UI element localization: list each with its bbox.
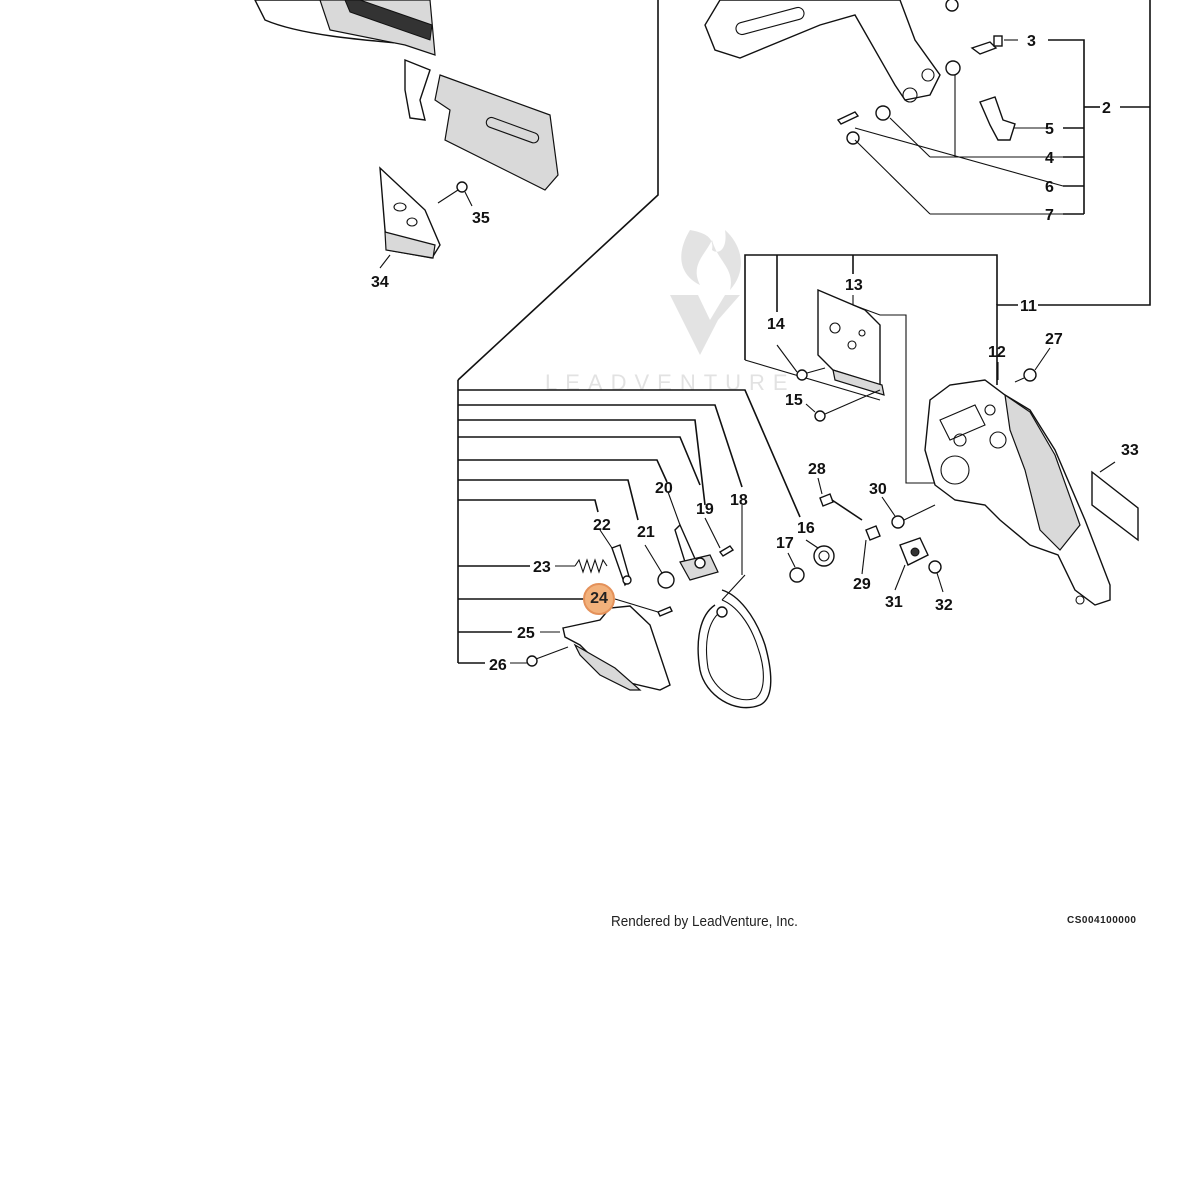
bar-clamp-illustration: [704, 0, 959, 103]
label-21: 21: [637, 524, 655, 541]
label-34: 34: [371, 274, 389, 291]
label-24: 24: [590, 590, 608, 607]
part-22-lever: [599, 529, 632, 587]
part-6-pin: [836, 111, 860, 125]
label-20: 20: [655, 480, 673, 497]
part-32-nut: [928, 560, 944, 593]
part-4-nut-a: [945, 60, 961, 76]
label-19: 19: [696, 501, 714, 518]
label-22: 22: [593, 517, 611, 534]
label-11: 11: [1020, 298, 1037, 315]
label-35: 35: [472, 210, 490, 227]
part-15-screw: [805, 389, 881, 422]
label-28: 28: [808, 461, 826, 478]
label-2: 2: [1102, 100, 1111, 117]
part-29-fitting: [861, 525, 881, 575]
part-14-screw: [776, 344, 826, 381]
label-25: 25: [517, 625, 535, 642]
label-12: 12: [988, 344, 1006, 361]
part-26-screw: [510, 646, 569, 667]
part-19-pin: [704, 517, 735, 557]
label-14: 14: [767, 316, 785, 333]
part-12-crankcase: [924, 379, 1111, 606]
guide-bar-illustration: [254, 0, 559, 191]
diagram-code: CS004100000: [1067, 915, 1137, 926]
label-29: 29: [853, 576, 871, 593]
label-3: 3: [1027, 33, 1036, 50]
label-4: 4: [1045, 150, 1054, 167]
part-16-bushing: [805, 539, 835, 567]
leadventure-watermark-logo: LEADVENTURE: [545, 230, 796, 395]
part-31-buffer: [894, 537, 929, 591]
watermark-text: LEADVENTURE: [545, 370, 796, 395]
label-5: 5: [1045, 121, 1054, 138]
label-23: 23: [533, 559, 551, 576]
part-33-label: [1091, 470, 1139, 542]
part-28-bolt: [817, 477, 863, 521]
part-34-plate: [379, 166, 441, 269]
part-20-brake-lever: [667, 491, 719, 581]
label-13: 13: [845, 277, 863, 294]
label-6: 6: [1045, 179, 1054, 196]
part-4-nut-b: [875, 105, 891, 121]
part-5-tensioner: [979, 96, 1048, 141]
label-17: 17: [776, 535, 794, 552]
label-16: 16: [797, 520, 815, 537]
part-3-bolt: [970, 35, 1018, 55]
label-27: 27: [1045, 331, 1063, 348]
part-25-cover: [540, 605, 671, 691]
label-32: 32: [935, 597, 953, 614]
part-35-screw: [437, 181, 473, 207]
label-18: 18: [730, 492, 748, 509]
footer-credit: Rendered by LeadVenture, Inc.: [611, 913, 798, 930]
part-30-fitting: [881, 496, 936, 529]
part-24-hotspot[interactable]: 24: [583, 583, 615, 615]
part-13-plate: [817, 288, 885, 396]
part-21-bushing: [644, 544, 675, 589]
label-30: 30: [869, 481, 887, 498]
callout-labels: 2 3 4 5 6 7 11 12 13 14 15 16 17 18 19 2…: [371, 33, 1139, 674]
label-7: 7: [1045, 207, 1054, 224]
part-17-washer: [787, 552, 805, 583]
label-33: 33: [1121, 442, 1139, 459]
part-23-spring: [555, 558, 608, 574]
part-18-brake-band: [697, 505, 772, 709]
part-27-nut: [1014, 347, 1051, 383]
part-24-pin: [614, 598, 673, 617]
label-26: 26: [489, 657, 507, 674]
label-15: 15: [785, 392, 803, 409]
label-31: 31: [885, 594, 903, 611]
